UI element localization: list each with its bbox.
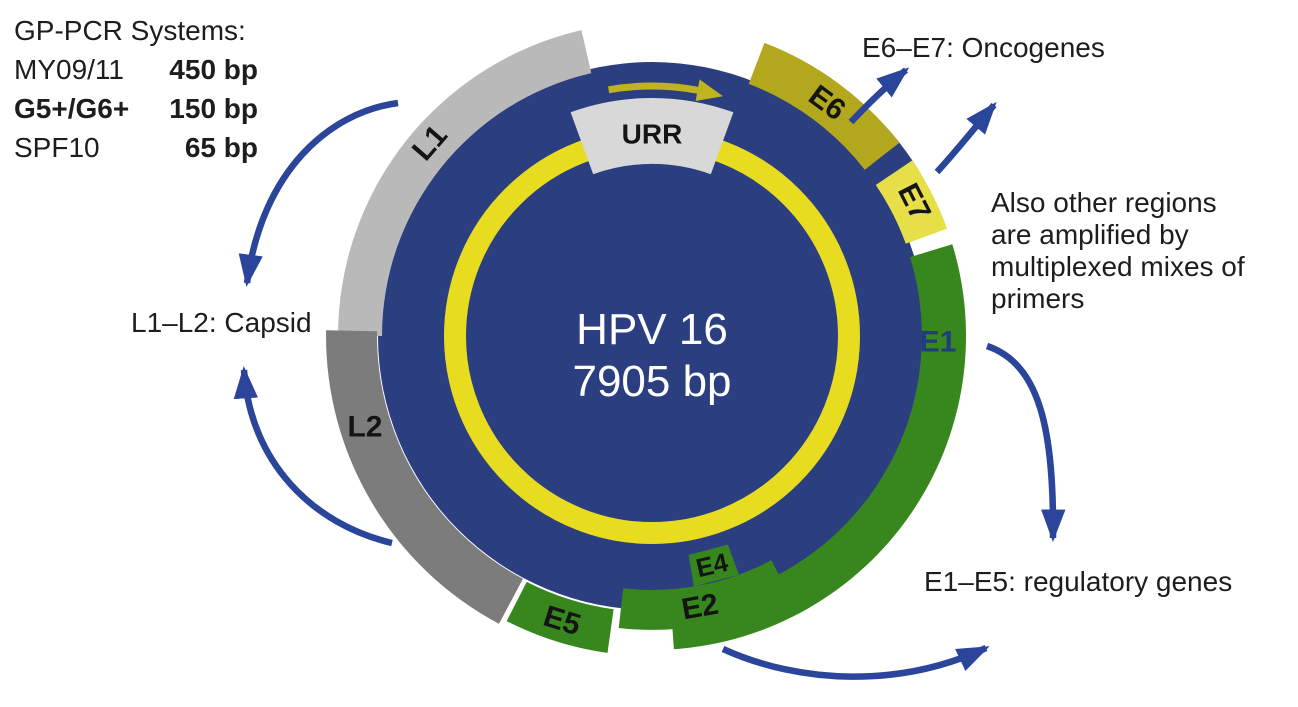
label-e4: E4 <box>693 547 731 584</box>
oncogene-arrow-e7 <box>934 101 997 175</box>
pcr-row-name: MY09/11 <box>14 54 124 85</box>
annotation-capsid: L1–L2: Capsid <box>131 307 312 338</box>
segment-e5 <box>506 581 614 653</box>
pcr-systems-legend: GP-PCR Systems: MY09/11 450 bp G5+/G6+ 1… <box>14 15 258 163</box>
callout-arrows <box>233 67 1066 680</box>
annotation-other-regions-line3: multiplexed mixes of <box>991 251 1245 282</box>
capsid-arrow-upper <box>238 99 399 288</box>
plasmid-size: 7905 bp <box>572 357 731 406</box>
pcr-row-name: SPF10 <box>14 132 100 163</box>
segment-l2 <box>326 330 523 624</box>
oncogene-arrow-e6 <box>848 67 910 125</box>
regulatory-arrow-bottom <box>721 645 990 680</box>
label-urr: URR <box>622 119 683 150</box>
pcr-row-size: 65 bp <box>185 132 258 163</box>
annotation-other-regions-line2: are amplified by <box>991 219 1189 250</box>
pcr-row-size: 150 bp <box>169 93 258 124</box>
plasmid-name: HPV 16 <box>576 305 728 354</box>
label-l2: L2 <box>347 411 382 444</box>
segment-l1 <box>338 30 592 336</box>
direction-arrow-arc <box>607 82 701 95</box>
label-e1: E1 <box>920 326 957 359</box>
segment-e7 <box>875 160 948 244</box>
annotation-regulatory: E1–E5: regulatory genes <box>924 566 1232 597</box>
segment-e6 <box>748 42 900 170</box>
segment-e4 <box>688 544 739 587</box>
segment-urr <box>570 97 734 175</box>
direction-arrow-head <box>695 79 723 101</box>
pcr-row-size: 450 bp <box>169 54 258 85</box>
annotation-oncogenes: E6–E7: Oncogenes <box>862 32 1105 63</box>
annotations: E6–E7: Oncogenes L1–L2: Capsid E1–E5: re… <box>131 32 1245 597</box>
capsid-arrow-lower <box>233 365 393 547</box>
regulatory-arrow-right <box>985 342 1066 543</box>
label-e2: E2 <box>679 588 721 627</box>
annotation-other-regions-line4: primers <box>991 283 1084 314</box>
pcr-heading: GP-PCR Systems: <box>14 15 246 46</box>
annotation-other-regions-line1: Also other regions <box>991 187 1217 218</box>
segment-e1 <box>670 244 967 650</box>
pcr-row-name: G5+/G6+ <box>14 93 129 124</box>
